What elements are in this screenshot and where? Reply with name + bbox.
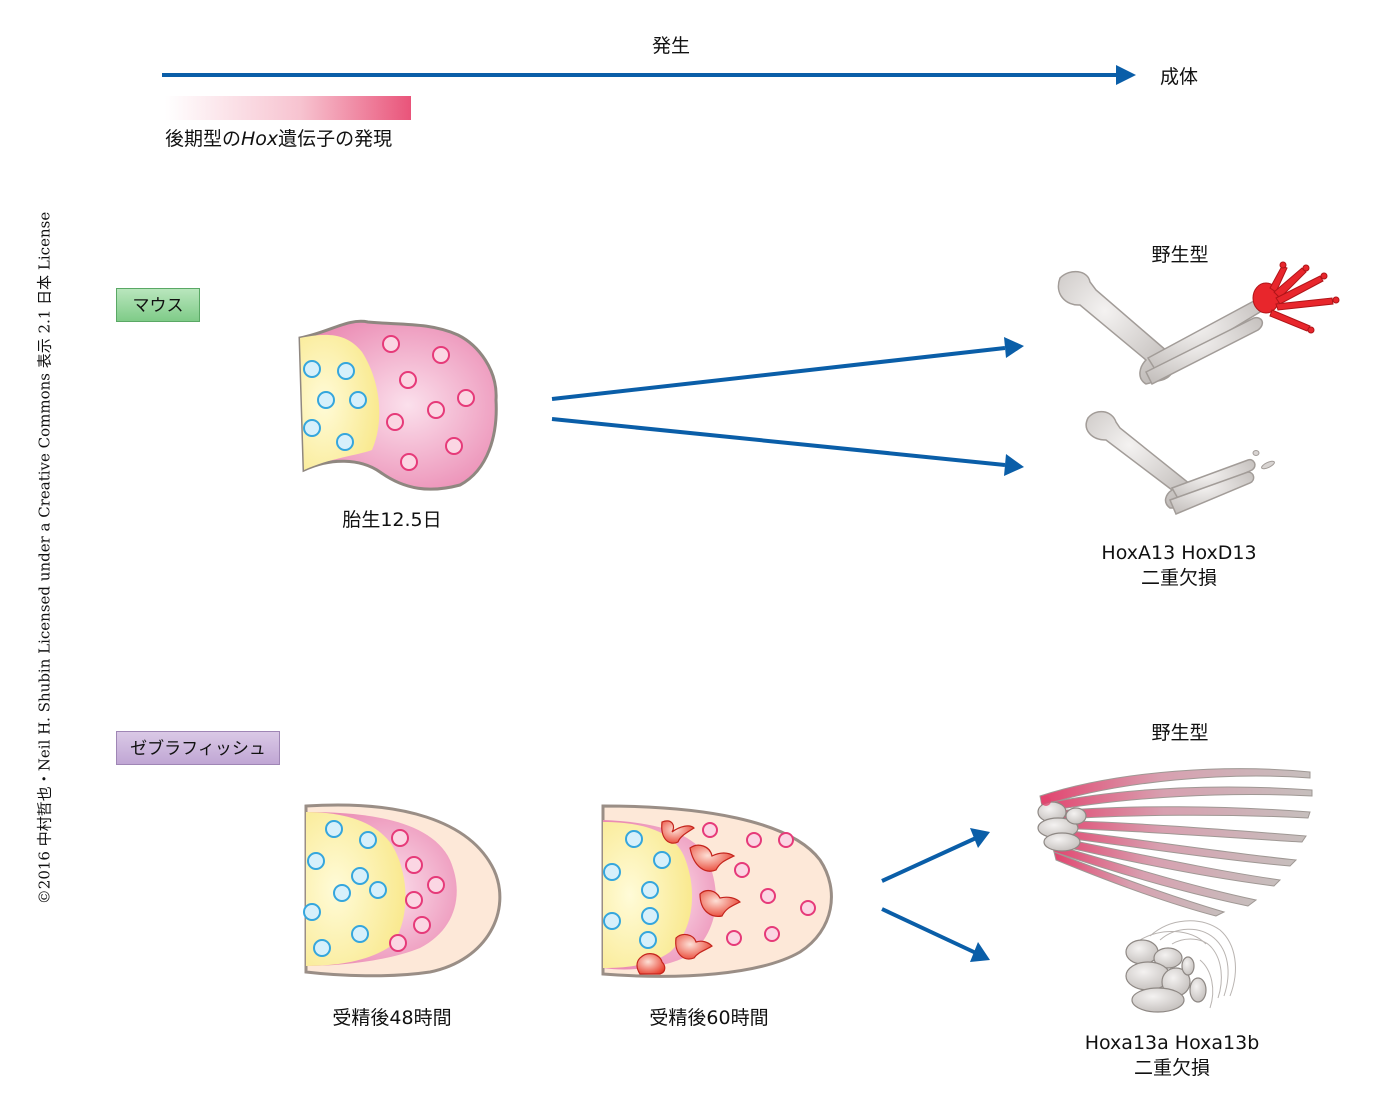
mouse-tag: マウス [116,288,200,322]
expression-gradient-bar [165,96,411,120]
mouse-mutant-label-2: 二重欠損 [1140,567,1218,589]
fish-mutant-fin [1125,920,1236,1013]
mouse-limb-bud [298,319,498,491]
fish48-blue-cells [303,820,387,957]
fish60-blue-cells [603,830,671,949]
adult-label: 成体 [1160,66,1199,88]
mouse-wildtype-label: 野生型 [1151,244,1209,266]
fish-stage2-label: 受精後60時間 [649,1007,769,1029]
fish60-red-cells [636,820,742,975]
mouse-arrow-mutant [551,417,1024,476]
fish-arrow-wildtype [881,828,990,883]
fish-arrow-mutant [881,907,990,962]
mouse-mutant-label-1: HoxA13 HoxD13 [1101,542,1257,564]
fish-fin-bud-60h [601,804,833,978]
fish-stage1-label: 受精後48時間 [332,1007,452,1029]
mouse-arrow-wildtype [551,337,1024,401]
mouse-wildtype-digits [1252,261,1340,334]
fish-fin-bud-48h [303,803,502,978]
fish-mutant-label-1: Hoxa13a Hoxa13b [1084,1032,1260,1054]
mouse-pink-cells [382,335,475,471]
fish48-pink-cells [389,829,445,952]
mouse-blue-cells [303,360,367,451]
development-label: 発生 [651,35,691,57]
zebrafish-tag: ゼブラフィッシュ [116,731,280,765]
fish60-pink-cells [702,822,816,946]
fish-mutant-label-2: 二重欠損 [1133,1057,1211,1079]
expression-legend-label: 後期型のHox遺伝子の発現 [165,128,393,150]
fish-wildtype-label: 野生型 [1151,722,1209,744]
mouse-embryo-label: 胎生12.5日 [342,509,442,531]
fish-wildtype-fin [1037,768,1313,917]
mouse-mutant-forelimb [1085,410,1275,515]
mouse-wildtype-forelimb [1057,261,1340,386]
development-arrow [162,65,1136,85]
